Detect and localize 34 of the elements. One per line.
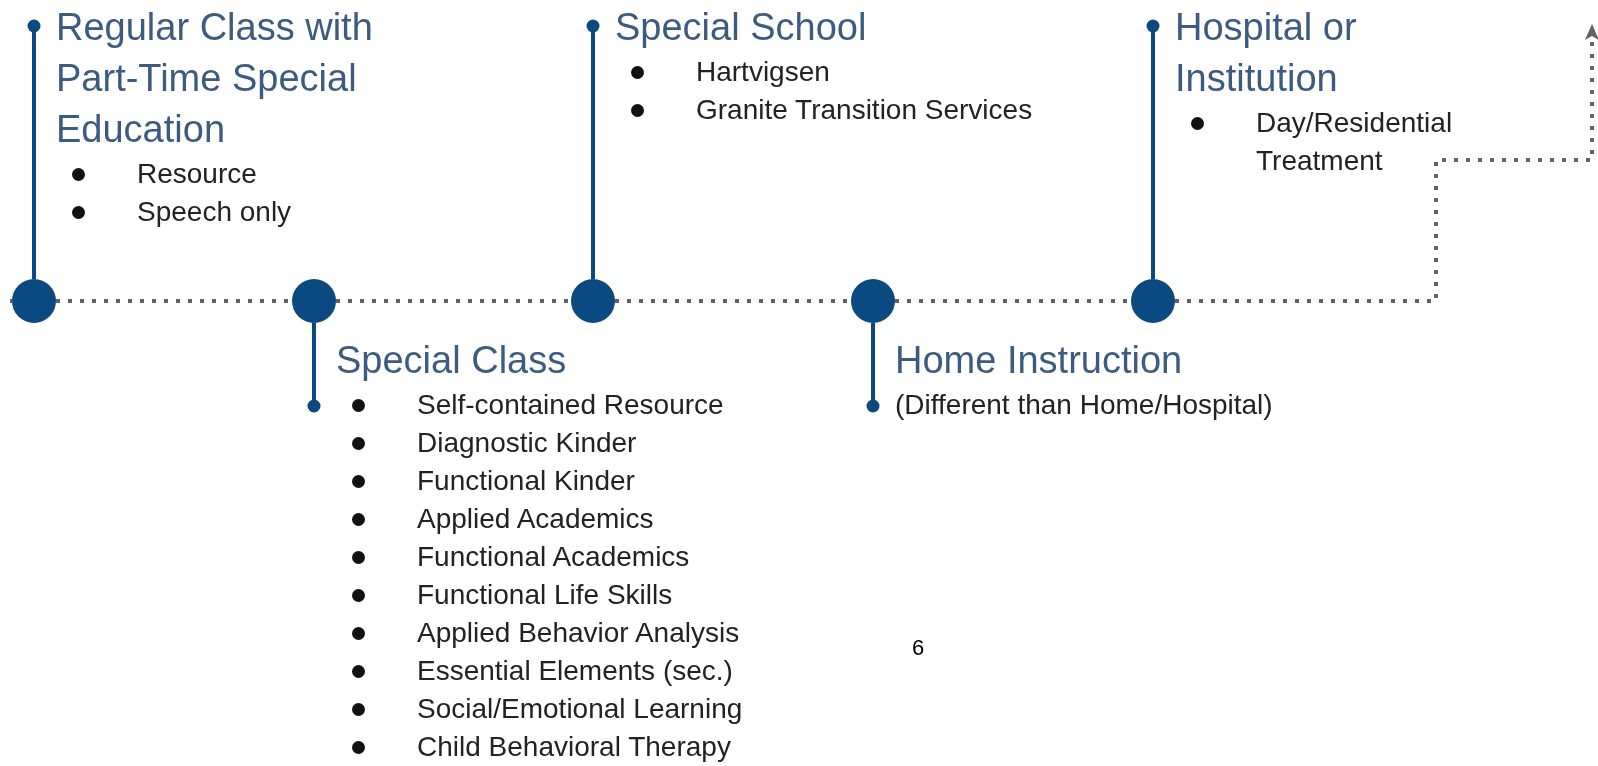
page-number: 6 bbox=[912, 635, 925, 661]
stem-line bbox=[307, 323, 321, 413]
stem-line bbox=[27, 19, 41, 279]
list-item: Resource bbox=[137, 157, 257, 191]
list-item: Hartvigsen bbox=[696, 55, 830, 89]
list-item: Applied Behavior Analysis bbox=[417, 616, 740, 650]
list-item: Social/Emotional Learning bbox=[417, 692, 743, 726]
milestone-heading: Special School bbox=[615, 5, 867, 50]
timeline-dot bbox=[292, 279, 336, 323]
timeline-dot bbox=[1131, 279, 1175, 323]
list-item: Child Behavioral Therapy bbox=[417, 730, 731, 764]
stem-line bbox=[1146, 19, 1160, 279]
list-item: Self-contained Resource bbox=[417, 388, 724, 422]
timeline-dot bbox=[571, 279, 615, 323]
list-item: Functional Academics bbox=[417, 540, 690, 574]
milestone-heading: Home Instruction bbox=[895, 338, 1183, 383]
list-item: Day/Residential Treatment bbox=[1256, 106, 1454, 178]
stem-line bbox=[586, 19, 600, 279]
milestone-heading: Hospital or Institution bbox=[1175, 5, 1358, 101]
list-item: Applied Academics bbox=[417, 502, 654, 536]
timeline-dot bbox=[851, 279, 895, 323]
list-item: Functional Life Skills bbox=[417, 578, 673, 612]
dotted-line bbox=[336, 299, 571, 303]
list-item: Essential Elements (sec.) bbox=[417, 654, 733, 688]
list-item: Granite Transition Services bbox=[696, 93, 1033, 127]
stem-line bbox=[866, 323, 880, 413]
list-item: Speech only bbox=[137, 195, 292, 229]
milestone-note: (Different than Home/Hospital) bbox=[895, 388, 1273, 422]
milestone-heading: Regular Class with Part-Time Special Education bbox=[56, 5, 374, 152]
list-item: Functional Kinder bbox=[417, 464, 635, 498]
arrow bbox=[1175, 24, 1598, 303]
timeline-dot bbox=[12, 279, 56, 323]
list-item: Diagnostic Kinder bbox=[417, 426, 637, 460]
milestone-heading: Special Class bbox=[336, 338, 567, 383]
